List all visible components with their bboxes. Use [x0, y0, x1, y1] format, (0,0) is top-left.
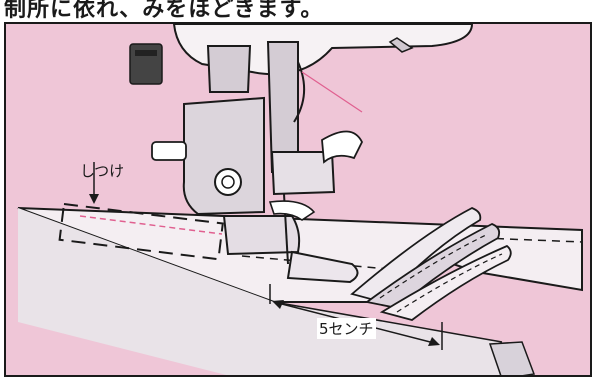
illustration-frame: しつけ 5センチ: [4, 22, 592, 377]
heading-text: 制所に依れ、みをほどきます。: [4, 0, 323, 22]
shank-knob: [215, 169, 241, 195]
shank-screw-left: [152, 142, 186, 160]
pink-thread: [302, 72, 362, 112]
sewing-illustration: [6, 24, 592, 377]
heading-strip: 制所に依れ、みをほどきます。: [0, 0, 598, 22]
basting-pointer-arrowhead: [89, 194, 99, 204]
needle-clamp-screw: [322, 131, 362, 162]
basting-label: しつけ: [80, 160, 124, 181]
dimension-label: 5センチ: [317, 318, 376, 339]
presser-bar: [208, 46, 250, 92]
foot-shank: [184, 98, 264, 214]
lever-grip: [135, 50, 157, 56]
